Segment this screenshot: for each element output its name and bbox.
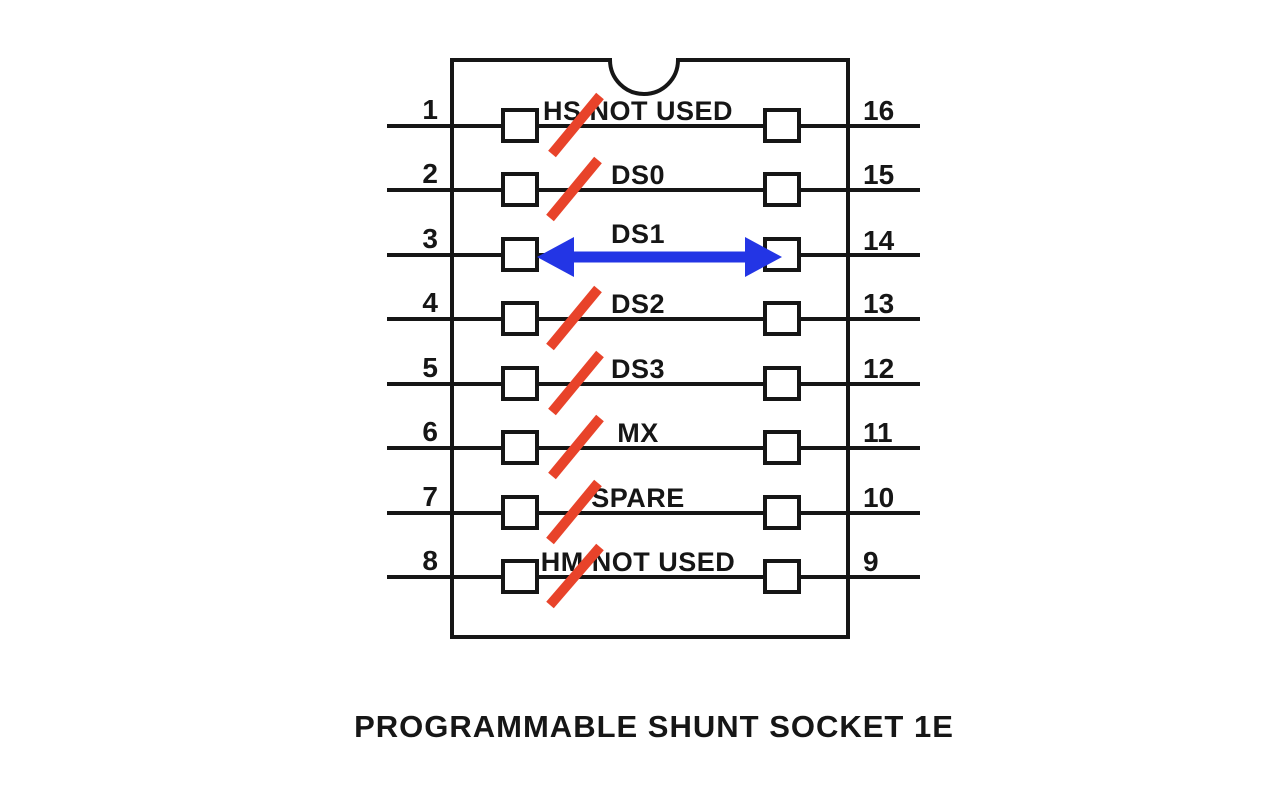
pin-row: 8 9 HM NOT USED (387, 543, 920, 609)
slash-mark-icon (548, 414, 604, 480)
pin-row: 4 13 DS2 (387, 285, 920, 351)
signal-label: DS3 (611, 354, 665, 384)
pin-number-right: 10 (863, 482, 894, 513)
pin-number-right: 12 (863, 353, 894, 384)
pin-row: 2 15 DS0 (387, 156, 920, 222)
pin-pad-right (763, 495, 801, 530)
pin-pad-right (763, 108, 801, 143)
pin-number-left: 7 (422, 481, 438, 512)
pin-row: 1 16 HS NOT USED (387, 92, 920, 158)
slash-mark-icon (548, 350, 604, 416)
pin-number-right: 15 (863, 159, 894, 190)
pin-pad-left (501, 559, 539, 594)
signal-label: HS NOT USED (543, 96, 733, 126)
signal-label: DS1 (611, 219, 665, 249)
pin-number-left: 8 (422, 545, 438, 576)
pin-number-left: 5 (422, 352, 438, 383)
slash-mark-icon (546, 543, 604, 609)
slash-mark-icon (546, 156, 602, 222)
pin-number-right: 9 (863, 546, 879, 577)
pin-number-right: 11 (863, 417, 893, 448)
pin-pad-right (763, 172, 801, 207)
pin-pad-right (763, 430, 801, 465)
pin-row: 3 14 DS1 (387, 219, 920, 277)
pin-pad-left (501, 108, 539, 143)
pin-pad-right (763, 301, 801, 336)
pin-row: 7 10 SPARE (387, 479, 920, 545)
pin-pad-right (763, 366, 801, 401)
arrow-head-right (745, 237, 782, 277)
pin-number-left: 6 (422, 416, 438, 447)
pin-number-left: 2 (422, 158, 438, 189)
signal-label: SPARE (591, 483, 685, 513)
chip-body-outline (450, 58, 850, 639)
pin-pad-left (501, 172, 539, 207)
pin-number-left: 1 (422, 94, 438, 125)
pin-number-right: 13 (863, 288, 894, 319)
slash-mark-icon (548, 92, 604, 158)
signal-label: DS2 (611, 289, 665, 319)
shunt-double-arrow-icon (537, 237, 782, 277)
pin-pad-right (763, 559, 801, 594)
pin-pad-left (501, 301, 539, 336)
pin-number-left: 3 (422, 223, 438, 254)
pin-number-right: 14 (863, 225, 895, 256)
signal-label: MX (617, 418, 659, 448)
diagram-caption: PROGRAMMABLE SHUNT SOCKET 1E (354, 709, 954, 744)
pin-row: 5 12 DS3 (387, 350, 920, 416)
pin-number-right: 16 (863, 95, 894, 126)
signal-label: DS0 (611, 160, 665, 190)
pin-row: 6 11 MX (387, 414, 920, 480)
signal-label: HM NOT USED (541, 547, 736, 577)
pin-number-left: 4 (422, 287, 438, 318)
arrow-head-left (537, 237, 574, 277)
slash-mark-icon (546, 285, 602, 351)
pin-pad-left (501, 495, 539, 530)
slash-mark-icon (546, 479, 602, 545)
pin-pad-left (501, 237, 539, 272)
pin-pad-left (501, 366, 539, 401)
pin-pad-left (501, 430, 539, 465)
